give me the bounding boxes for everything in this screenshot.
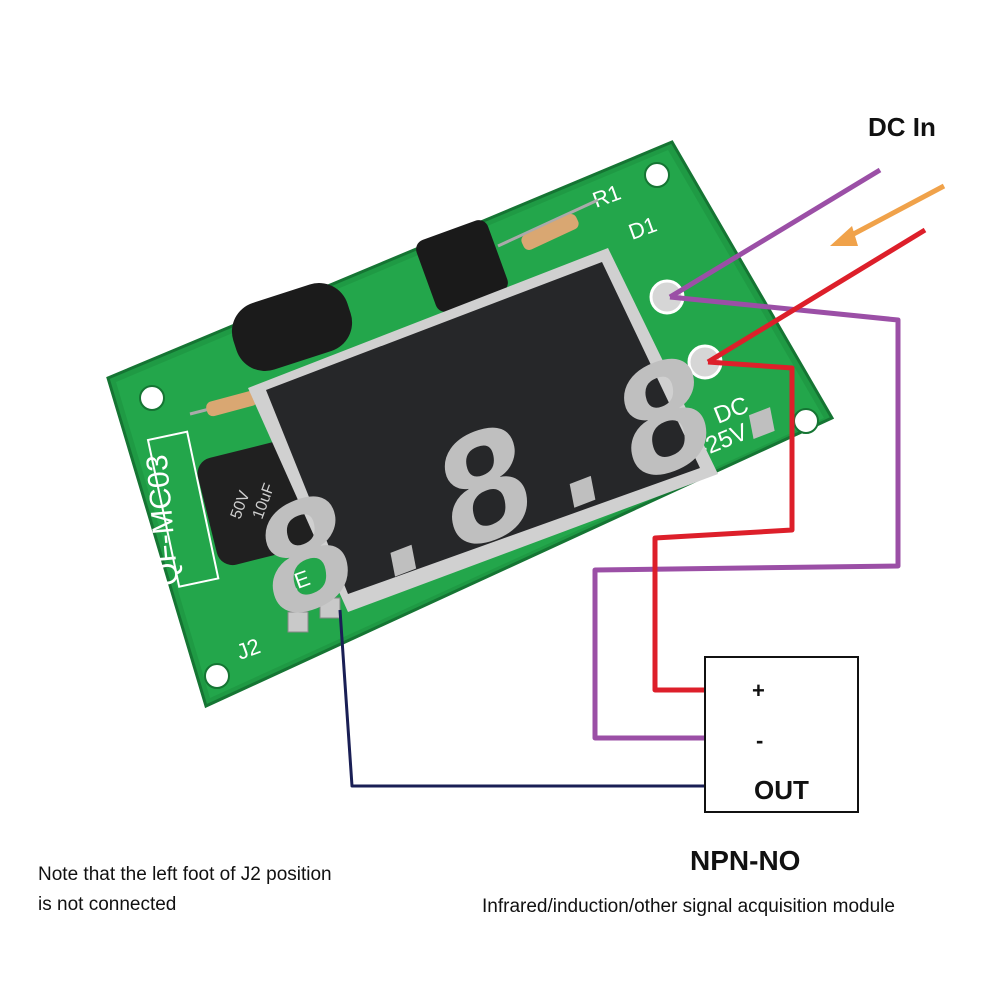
module-description: Infrared/induction/other signal acquisit… (482, 896, 895, 917)
npn-no-title: NPN-NO (690, 845, 801, 876)
j2-note: Note that the left foot of J2 position i… (38, 864, 332, 915)
mounting-hole (644, 162, 670, 188)
resistor-r1 (497, 198, 599, 250)
dc-in-label: DC In (868, 112, 936, 142)
wire-navy (338, 609, 745, 788)
wire-purple (592, 167, 901, 741)
j2-pad-left (287, 611, 309, 633)
pin-plus-label: + (752, 678, 765, 703)
mounting-hole (204, 663, 230, 689)
transistor (416, 220, 508, 312)
mounting-hole (139, 385, 165, 411)
model-label-box (146, 430, 220, 588)
wire-red (652, 227, 927, 693)
electrolytic-capacitor-left: 50V 10uF (197, 440, 315, 566)
input-direction-arrow (830, 183, 946, 246)
electrolytic-capacitor-top (231, 282, 353, 372)
j2-pad-right (319, 597, 341, 619)
pin-out-label: OUT (754, 775, 809, 805)
pin-minus-label: - (756, 728, 764, 753)
npn-module-box (704, 656, 859, 813)
